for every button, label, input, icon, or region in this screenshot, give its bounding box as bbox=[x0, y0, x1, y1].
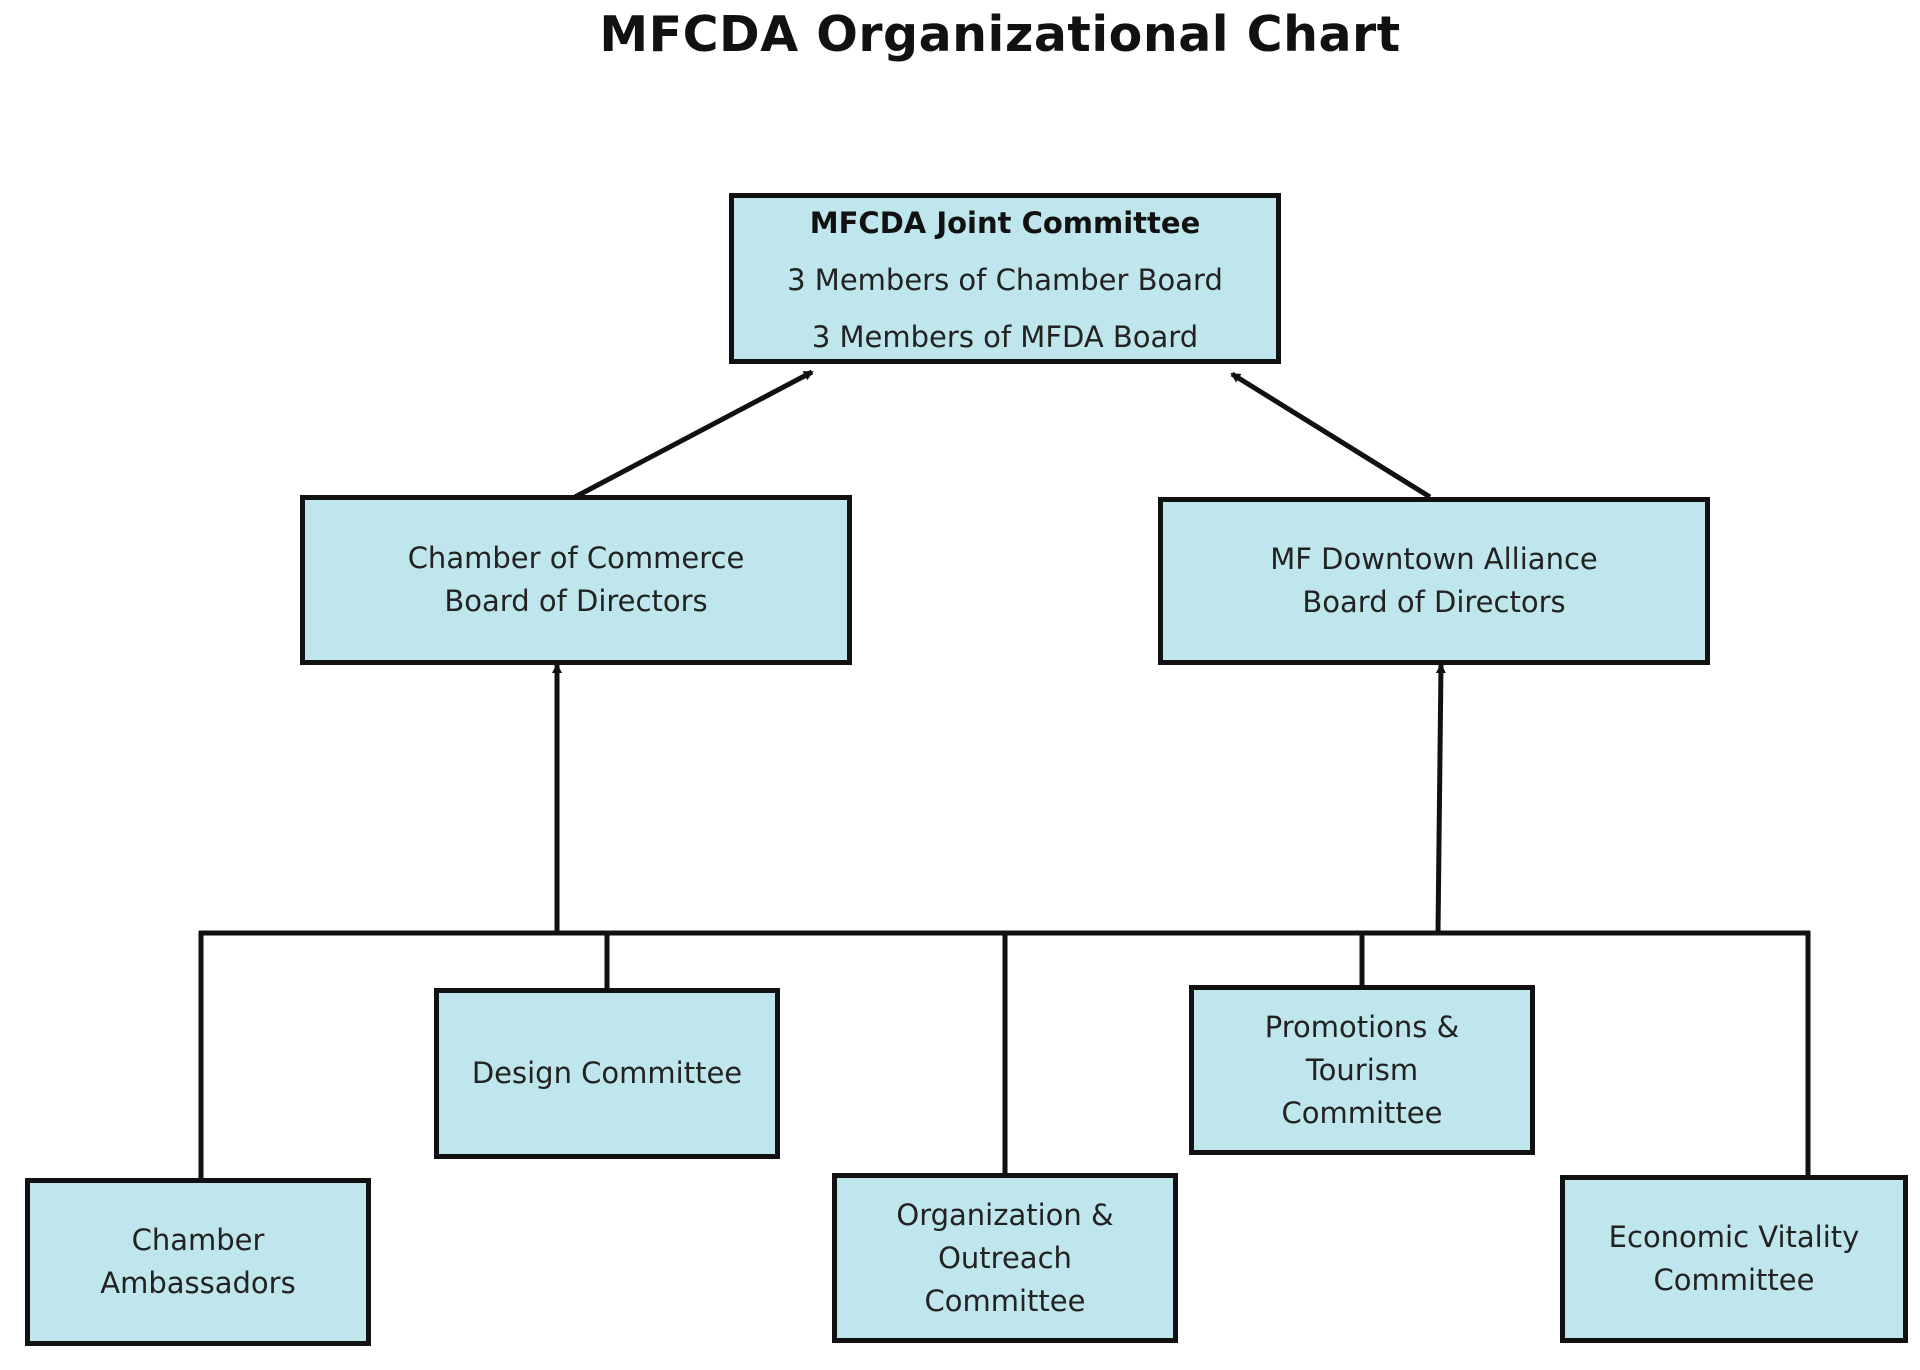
chamber-board-line-2: Board of Directors bbox=[444, 584, 708, 618]
ambassadors-box: Chamber Ambassadors bbox=[25, 1178, 371, 1346]
promotions-line-3: Committee bbox=[1281, 1095, 1443, 1130]
economic-line-1: Economic Vitality bbox=[1608, 1220, 1860, 1254]
joint-committee-title: MFCDA Joint Committee bbox=[809, 206, 1201, 240]
arrow-chamber-board-to-joint bbox=[573, 369, 814, 500]
joint-committee-line-1: 3 Members of Chamber Board bbox=[787, 263, 1223, 297]
chamber-board-box: Chamber of Commerce Board of Directors bbox=[300, 495, 852, 665]
alliance-board-line-2: Board of Directors bbox=[1302, 585, 1566, 619]
ambassadors-line-2: Ambassadors bbox=[100, 1266, 296, 1300]
alliance-board-line-1: MF Downtown Alliance bbox=[1270, 542, 1598, 576]
ambassadors-line-1: Chamber bbox=[131, 1223, 265, 1257]
chamber-board-line-1: Chamber of Commerce bbox=[407, 541, 745, 575]
economic-committee-box: Economic Vitality Committee bbox=[1560, 1175, 1908, 1343]
organization-line-2: Outreach bbox=[938, 1240, 1072, 1275]
arrow-alliance-board-to-joint bbox=[1230, 371, 1432, 500]
promotions-line-2: Tourism bbox=[1305, 1052, 1419, 1087]
promotions-line-1: Promotions & bbox=[1264, 1009, 1460, 1044]
arrow-committees-to-alliance-board bbox=[1435, 663, 1446, 934]
organization-committee-box: Organization & Outreach Committee bbox=[832, 1173, 1178, 1343]
economic-line-2: Committee bbox=[1653, 1263, 1815, 1297]
joint-committee-box: MFCDA Joint Committee 3 Members of Chamb… bbox=[729, 193, 1281, 364]
design-committee-box: Design Committee bbox=[434, 988, 780, 1159]
joint-committee-line-2: 3 Members of MFDA Board bbox=[811, 320, 1199, 354]
page-title: MFCDA Organizational Chart bbox=[599, 6, 1401, 63]
alliance-board-box: MF Downtown Alliance Board of Directors bbox=[1158, 497, 1710, 665]
organization-line-3: Committee bbox=[924, 1283, 1086, 1318]
design-line-1: Design Committee bbox=[471, 1056, 743, 1090]
organization-line-1: Organization & bbox=[896, 1197, 1114, 1232]
promotions-committee-box: Promotions & Tourism Committee bbox=[1189, 985, 1535, 1155]
